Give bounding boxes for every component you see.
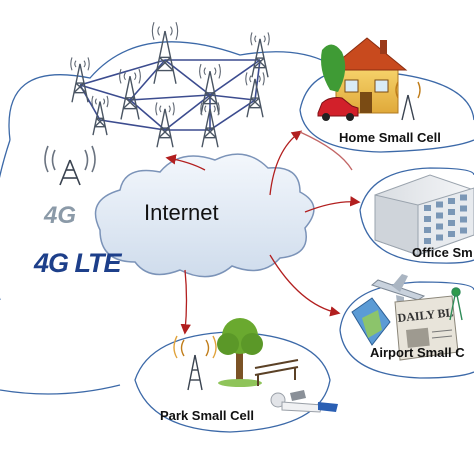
- svg-text:DAILY BL: DAILY BL: [397, 305, 454, 325]
- office-window: [460, 216, 467, 223]
- cell-tower-icon: [70, 57, 90, 103]
- newspaper-icon: DAILY BL: [394, 295, 459, 361]
- map-icon: [351, 297, 391, 346]
- tree-icon: [217, 318, 263, 387]
- airport-cell-tower-icon: [449, 287, 463, 321]
- 4g-badge: 4G: [44, 202, 77, 229]
- office-window: [460, 205, 467, 212]
- link-to-macro: [165, 154, 206, 171]
- cell-tower-icon: [91, 95, 109, 136]
- cell-tower-icon: [199, 63, 221, 115]
- home-to-office-link: [299, 131, 353, 171]
- macro-network-boundary: [8, 41, 361, 141]
- cell-tower-icon: [155, 102, 175, 148]
- office-cell-ellipse: [359, 167, 474, 264]
- link-to-home: [269, 130, 303, 196]
- bottom-boundary: [0, 384, 121, 395]
- office-building-icon: [374, 174, 474, 256]
- park-cell-ellipse: [134, 331, 331, 433]
- cell-tower-icon: [245, 72, 265, 118]
- 4g-lte-logo: 4G LTE: [34, 248, 122, 278]
- coverage-boundaries: [0, 41, 474, 433]
- office-window: [448, 198, 455, 204]
- link-to-airport: [269, 254, 341, 317]
- home-small-cell-label: Home Small Cell: [339, 130, 441, 145]
- cell-towers: [70, 21, 270, 148]
- park-cell-tower-icon: [173, 335, 217, 391]
- airport-small-cell-label: Airport Small C: [370, 345, 465, 360]
- office-window: [424, 238, 431, 244]
- office-window: [460, 227, 467, 234]
- link-to-office: [304, 196, 361, 213]
- link-to-park: [180, 269, 191, 335]
- macro-network-boundary-left: [0, 139, 11, 300]
- cell-tower-icon: [151, 21, 179, 84]
- office-window: [424, 216, 431, 222]
- office-window: [424, 205, 431, 211]
- office-window: [436, 234, 443, 241]
- office-window: [448, 220, 455, 226]
- 4g-tower-icon: [44, 145, 96, 186]
- red-car-icon: [317, 97, 359, 121]
- home-cell-tower-icon: [395, 81, 421, 121]
- internet-cloud: [94, 153, 315, 278]
- park-small-cell-label: Park Small Cell: [160, 408, 254, 423]
- cell-tower-icon: [250, 32, 270, 78]
- internet-label: Internet: [144, 200, 219, 225]
- office-window: [424, 227, 431, 233]
- person-laptop-icon: [270, 390, 338, 413]
- airport-cell-ellipse: [339, 281, 474, 379]
- office-window: [436, 212, 443, 219]
- cell-tower-icon: [119, 68, 141, 120]
- office-window: [436, 201, 443, 208]
- office-window: [436, 223, 443, 230]
- bench-icon: [254, 359, 299, 386]
- internet-links: [165, 130, 361, 335]
- macro-tower-mesh: [79, 59, 261, 131]
- office-window: [448, 231, 455, 237]
- cell-tower-icon: [200, 102, 220, 148]
- office-window: [448, 209, 455, 215]
- office-small-cell-label: Office Sm: [412, 245, 473, 260]
- office-window: [460, 194, 467, 201]
